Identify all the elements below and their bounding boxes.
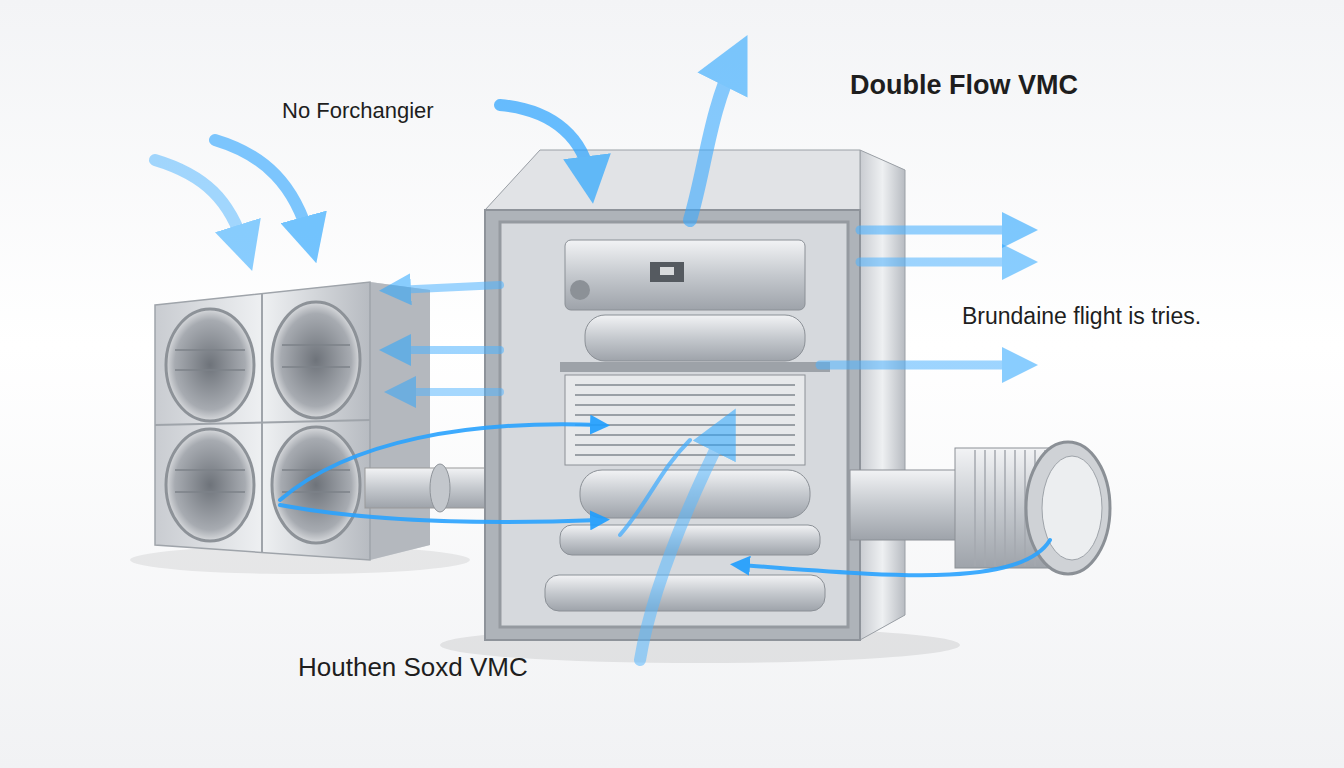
annotation-label: Houthen Soxd VMC bbox=[298, 652, 528, 683]
annotation-label: Brundaine flight is tries. bbox=[962, 303, 1201, 330]
airflow-arrows bbox=[155, 60, 1050, 660]
diagram-title: Double Flow VMC bbox=[850, 70, 1078, 101]
outlet-duct bbox=[850, 442, 1110, 574]
annotation-label: No Forchangier bbox=[282, 98, 434, 124]
connecting-duct bbox=[365, 464, 495, 512]
